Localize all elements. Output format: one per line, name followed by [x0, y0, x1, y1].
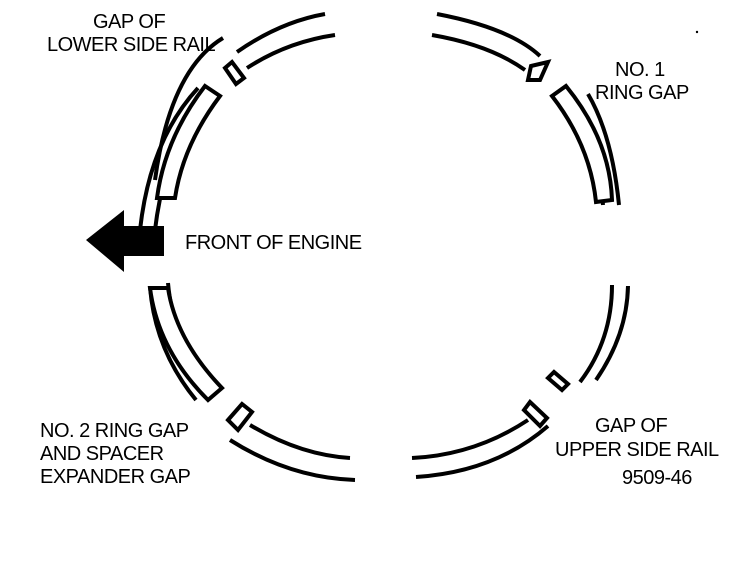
label-gap-of-lower-side-rail: GAP OF LOWER SIDE RAIL: [47, 11, 216, 56]
label-upper-side-rail-line1: GAP OF: [595, 415, 667, 437]
ring-arc-bottom-2: [248, 423, 351, 460]
gap-segment-top-right: [525, 59, 552, 82]
gap-segment-left-lower: [147, 286, 225, 403]
ring-arc-lower-right-2: [594, 285, 630, 382]
gap-segment-right-lower: [545, 369, 571, 393]
stray-dot: [695, 30, 699, 34]
label-lower-side-rail-line1: GAP OF: [93, 11, 165, 33]
label-no1-ring-gap-line2: RING GAP: [595, 82, 689, 104]
label-no2-ring-gap-line1: NO. 2 RING GAP: [40, 420, 189, 442]
ring-arc-lower-right-1: [578, 284, 614, 384]
ring-arc-bottom-right-1: [411, 418, 530, 460]
label-no1-ring-gap-line1: NO. 1: [615, 59, 665, 81]
ring-arc-top-left-1: [235, 12, 326, 54]
label-front-of-engine: FRONT OF ENGINE: [185, 232, 362, 254]
gap-segment-upper-side-rail: [521, 399, 550, 429]
figure-code: 9509-46: [622, 467, 692, 489]
gap-segment-lower-side-rail: [222, 59, 247, 87]
ring-arc-upper-left-2: [138, 86, 200, 231]
gap-segment-left-upper: [154, 83, 223, 200]
ring-arc-top-left-2: [245, 33, 336, 70]
label-no1-ring-gap: NO. 1 RING GAP: [595, 59, 689, 104]
label-no2-ring-gap: NO. 2 RING GAP AND SPACER EXPANDER GAP: [40, 420, 191, 488]
gap-segment-no2-ring: [225, 401, 255, 434]
label-lower-side-rail-line2: LOWER SIDE RAIL: [47, 34, 215, 56]
ring-arc-bottom-right-2: [415, 424, 550, 479]
ring-arc-upper-right-1: [586, 92, 621, 206]
label-no2-ring-gap-line3: EXPANDER GAP: [40, 466, 190, 488]
ring-arc-top-right-1: [436, 12, 542, 58]
gap-segment-no1-ring: [549, 83, 615, 205]
label-upper-side-rail-line2: UPPER SIDE RAIL: [555, 439, 719, 461]
label-no2-ring-gap-line2: AND SPACER: [40, 443, 164, 465]
arrow-left-icon: [86, 210, 164, 272]
ring-arc-top-right-2: [431, 33, 527, 72]
label-gap-of-upper-side-rail: GAP OF UPPER SIDE RAIL: [555, 415, 720, 461]
ring-arc-bottom-1: [228, 438, 356, 482]
